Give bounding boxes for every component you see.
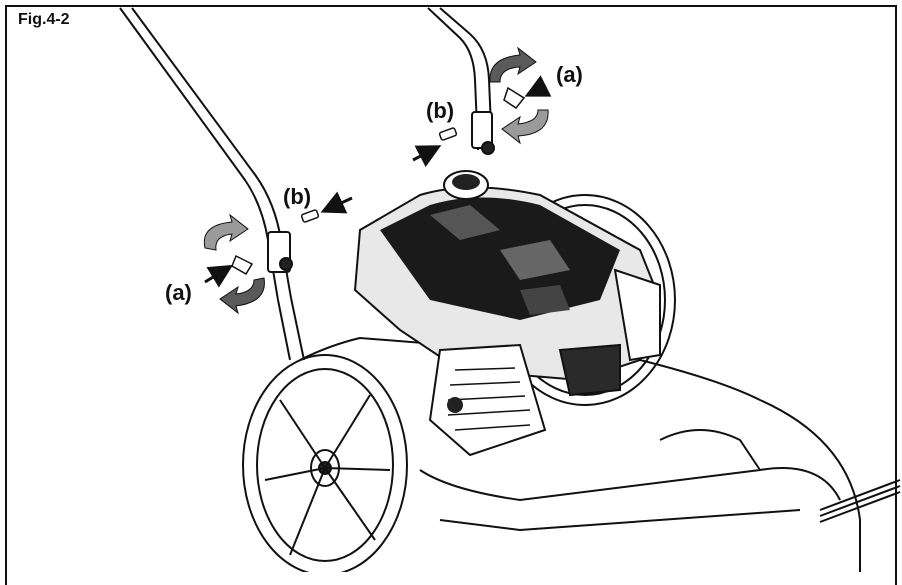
right-handle xyxy=(427,7,495,155)
callout-knob-right: (a) xyxy=(556,62,583,87)
left-handle xyxy=(119,7,305,361)
engine xyxy=(353,170,662,457)
callout-knob-left: (a) xyxy=(165,280,192,305)
bolt-right xyxy=(412,127,458,167)
deck xyxy=(299,336,901,572)
knob-right xyxy=(503,75,552,110)
callout-bolt-right: (b) xyxy=(426,98,455,123)
figure-label: Fig.4-2 xyxy=(18,11,70,28)
front-wheel xyxy=(242,354,408,572)
rotate-arrows-left xyxy=(203,213,265,315)
bolt-left xyxy=(300,191,353,223)
figure-frame xyxy=(5,5,897,585)
trimmer-illustration xyxy=(119,7,901,572)
knob-left xyxy=(204,254,254,288)
callout-bolt-left: (b) xyxy=(283,184,312,209)
rotate-arrows-right xyxy=(489,46,549,145)
